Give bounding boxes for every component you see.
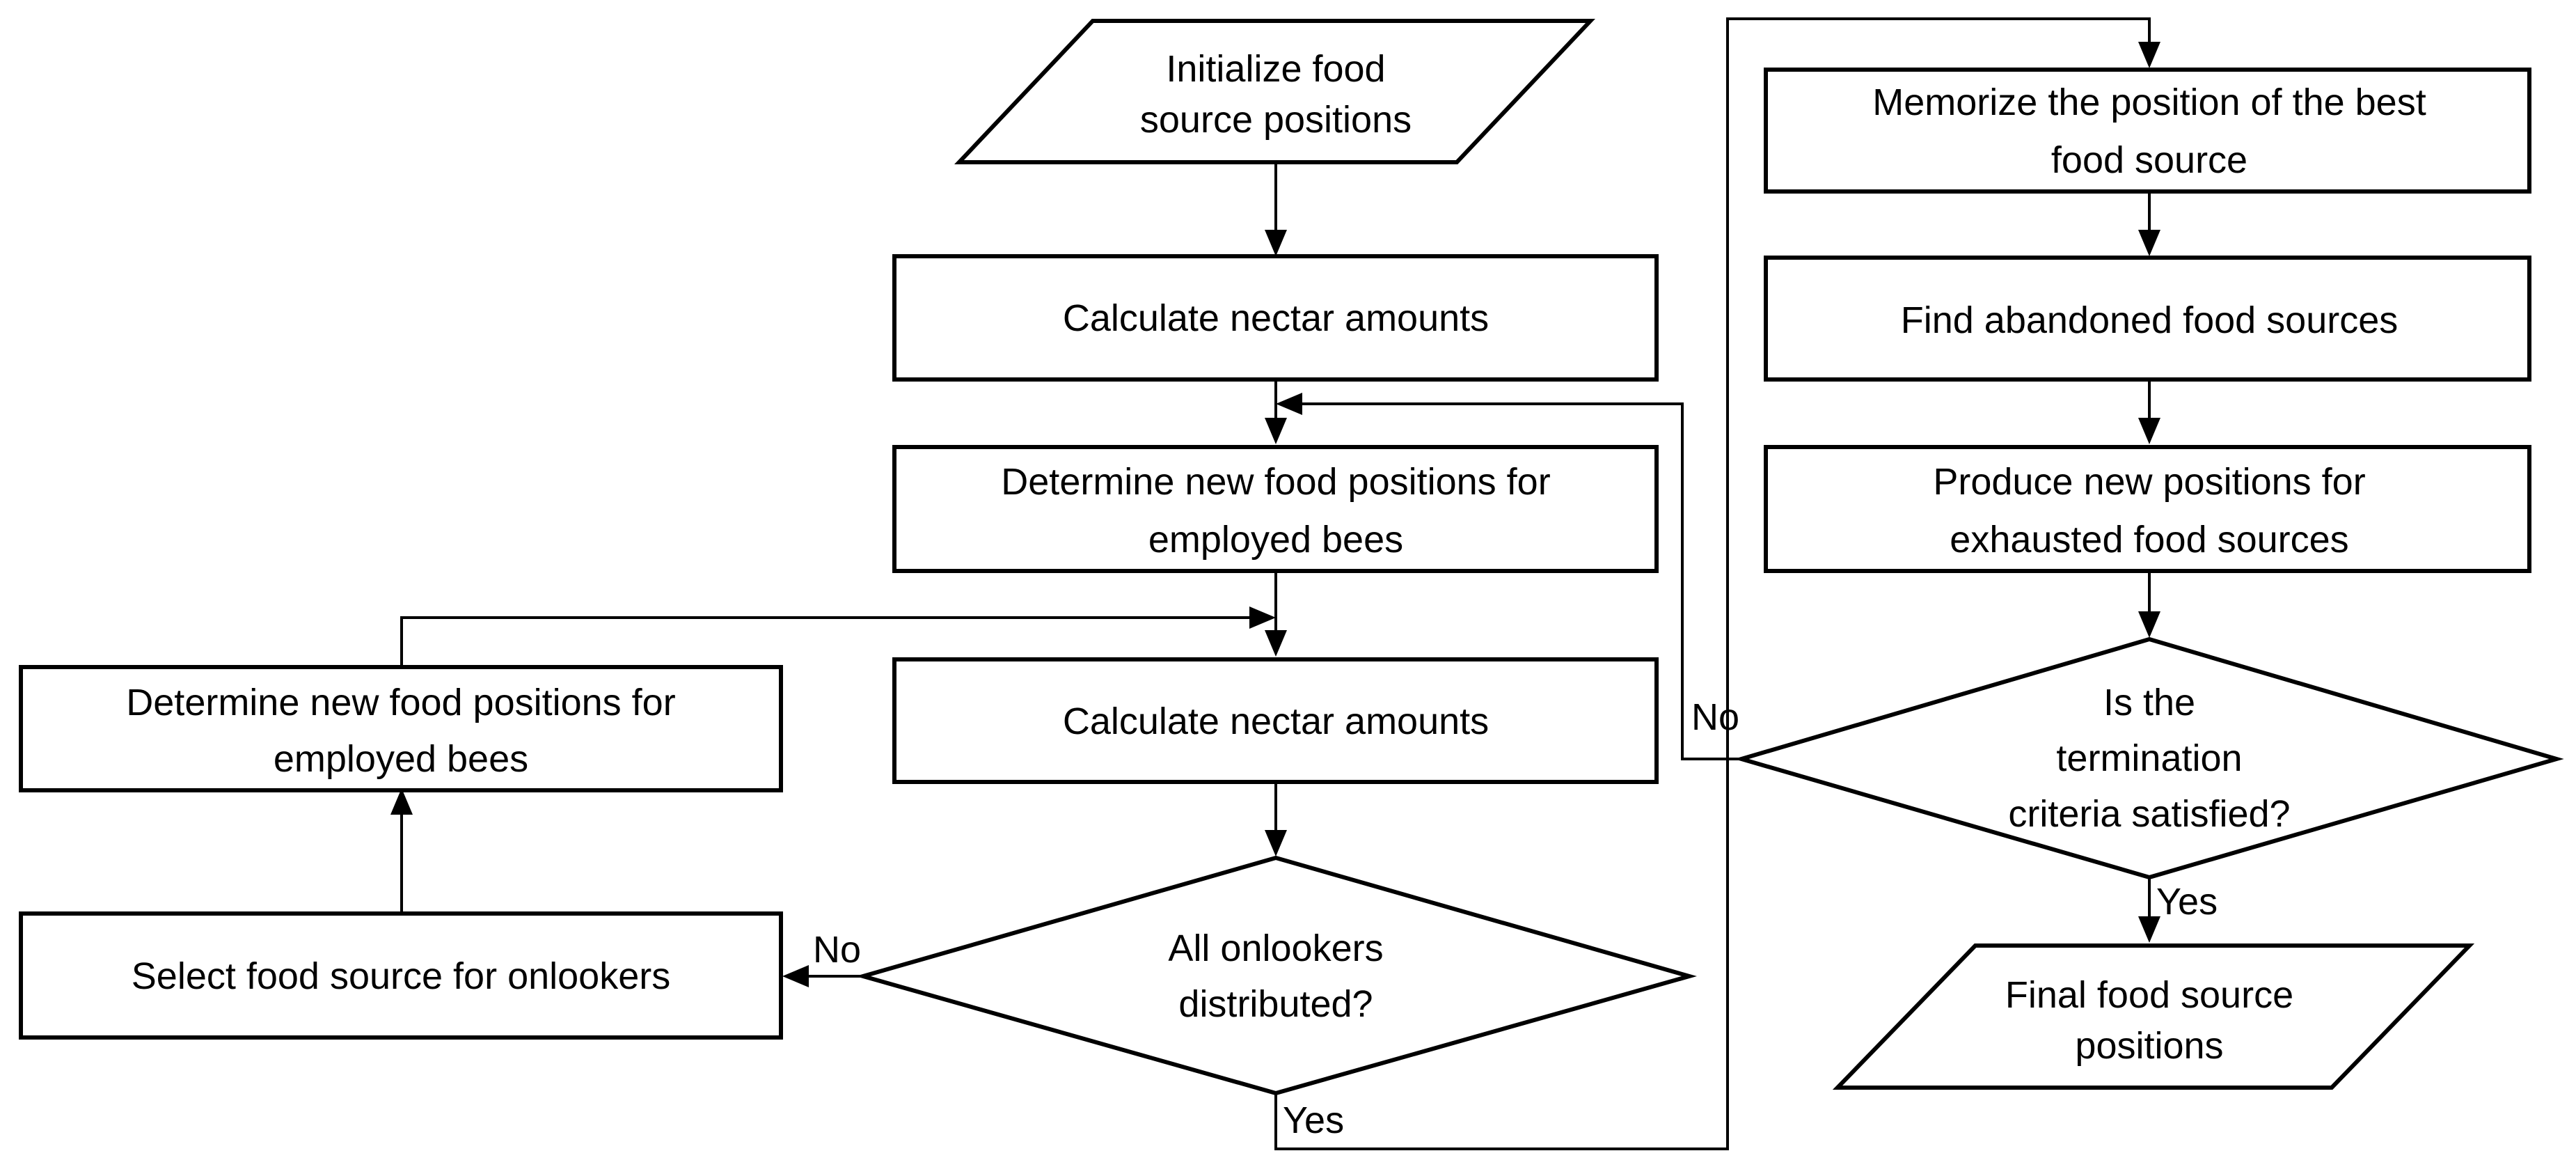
node-det-employed-line-2: employed bees [1148,519,1403,561]
node-find-abandoned-line-1: Find abandoned food sources [1901,299,2399,341]
node-find-abandoned: Find abandoned food sources [1764,256,2531,382]
arrowhead [390,788,413,815]
node-memorize-line-1: Memorize the position of the best [1872,81,2426,123]
node-init-line-2: source positions [1140,99,1412,141]
label-onlookers-no: No [813,929,861,971]
edge-labels: No Yes No Yes [813,696,2218,1141]
arrowhead [782,965,809,987]
node-det-left: Determine new food positions for employe… [19,665,783,792]
node-memorize: Memorize the position of the best food s… [1764,68,2531,194]
node-select-onlookers-line-1: Select food source for onlookers [132,955,670,997]
arrowhead [1265,630,1287,657]
select-onlookers-box [19,911,783,1040]
arrowhead [2138,42,2160,68]
edge-termination-no-loop [1302,402,1741,760]
node-init: Initialize food source positions [954,19,1595,164]
arrowhead [1249,606,1276,629]
all-distributed-diamond [855,855,1697,1096]
calc2-box [892,657,1659,784]
node-termination-line-2: termination [2056,737,2242,779]
node-memorize-line-2: food source [2051,139,2247,181]
node-det-left-line-2: employed bees [274,738,528,780]
termination-diamond [1734,636,2564,880]
arrowhead [1265,418,1287,444]
node-termination-line-3: criteria satisfied? [2008,793,2290,835]
edge-det-left-to-main [400,616,1249,667]
node-det-employed: Determine new food positions for employe… [892,445,1659,573]
node-final-line-1: Final food source [2005,974,2293,1016]
node-final: Final food source positions [1832,943,2475,1090]
produce-box [1764,445,2531,573]
det-employed-box [892,445,1659,573]
memorize-box [1764,68,2531,194]
node-select-onlookers: Select food source for onlookers [19,911,783,1040]
node-det-left-line-1: Determine new food positions for [126,682,675,723]
node-all-distributed-line-2: distributed? [1178,983,1373,1025]
arrowhead [2138,418,2160,444]
connectors [390,17,2160,1150]
find-abandoned-box [1764,256,2531,382]
arrowhead [1265,230,1287,256]
node-produce: Produce new positions for exhausted food… [1764,445,2531,573]
node-calc1: Calculate nectar amounts [892,254,1659,382]
det-left-box [19,665,783,792]
arrowhead [1276,393,1302,415]
node-produce-line-2: exhausted food sources [1950,519,2348,561]
label-termination-yes: Yes [2156,881,2218,923]
node-init-line-1: Initialize food [1166,48,1385,90]
node-final-line-2: positions [2075,1025,2223,1067]
final-parallelogram [1832,943,2475,1090]
node-calc1-line-1: Calculate nectar amounts [1063,297,1489,339]
node-termination: Is the termination criteria satisfied? [1734,636,2564,880]
arrowhead [2138,916,2160,943]
label-onlookers-yes: Yes [1283,1099,1344,1141]
calc1-box [892,254,1659,382]
arrowhead [1265,830,1287,856]
node-all-distributed-line-1: All onlookers [1168,927,1383,969]
arrowhead [2138,230,2160,256]
init-parallelogram [954,19,1595,164]
node-termination-line-1: Is the [2103,682,2195,723]
node-all-distributed: All onlookers distributed? [855,855,1697,1096]
edge-onlookers-yes [1274,17,2151,1150]
arrowhead [2138,611,2160,638]
node-calc2: Calculate nectar amounts [892,657,1659,784]
node-produce-line-1: Produce new positions for [1933,461,2365,503]
node-calc2-line-1: Calculate nectar amounts [1063,700,1489,742]
label-termination-no: No [1691,696,1739,738]
node-det-employed-line-1: Determine new food positions for [1001,461,1550,503]
